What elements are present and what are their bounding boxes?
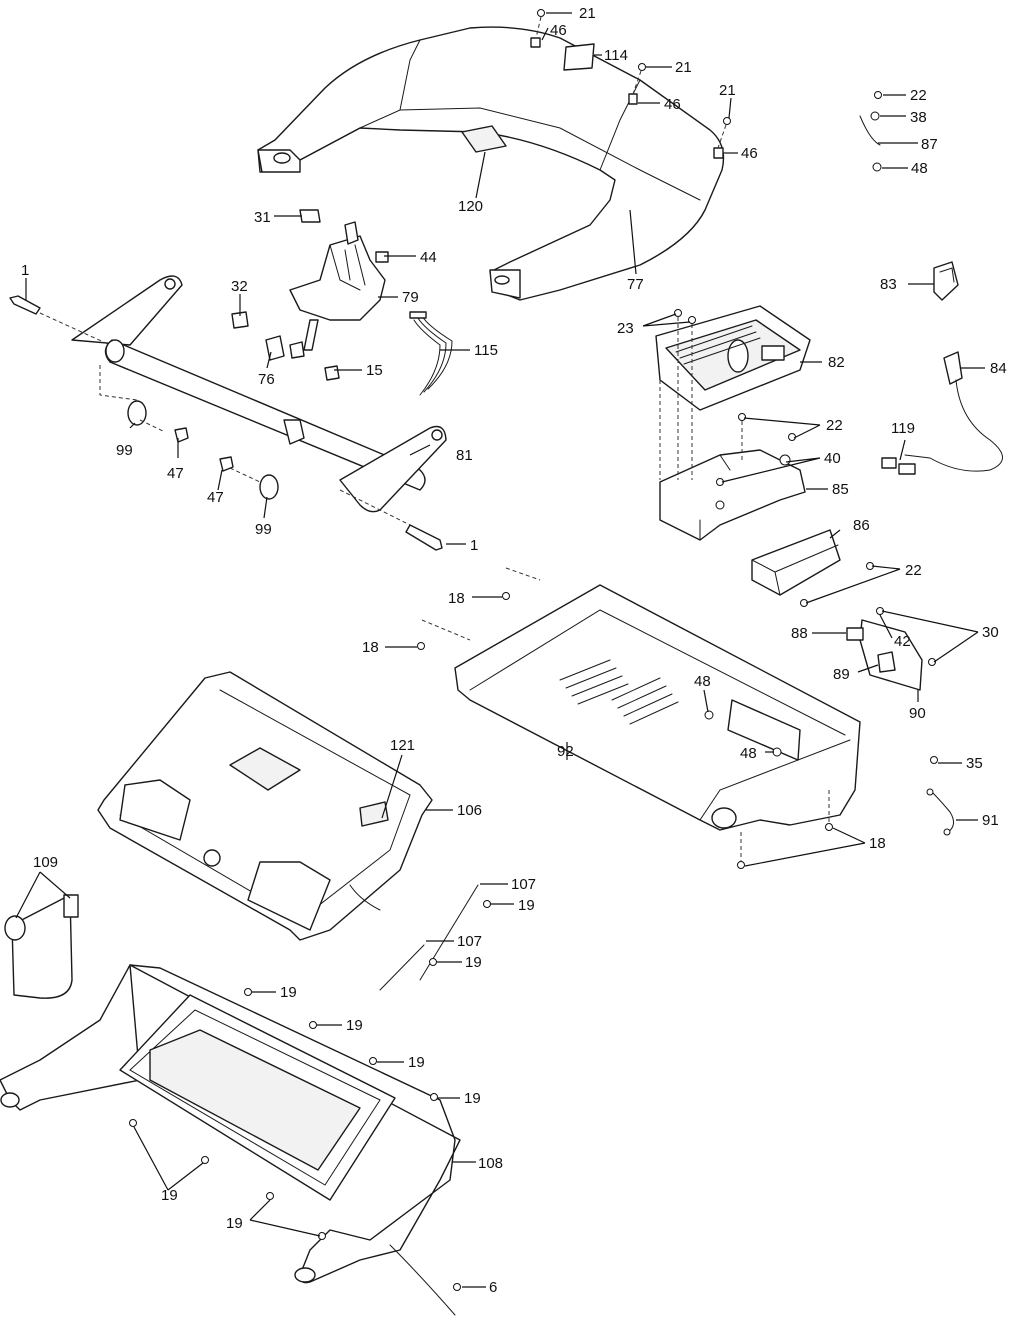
callout-19: 19 bbox=[346, 1017, 363, 1034]
callout-81: 81 bbox=[456, 447, 473, 464]
callout-48: 48 bbox=[911, 160, 928, 177]
part-106-upper-tray bbox=[97, 671, 433, 941]
callout-46: 46 bbox=[741, 145, 758, 162]
part-84-power-cord bbox=[904, 351, 1003, 472]
frame-bolts-and-spacers bbox=[9, 295, 443, 551]
callout-92: 92 bbox=[557, 743, 574, 760]
callout-6: 6 bbox=[489, 1279, 497, 1296]
callout-19: 19 bbox=[408, 1054, 425, 1071]
callout-19: 19 bbox=[280, 984, 297, 1001]
callout-40: 40 bbox=[824, 450, 841, 467]
callout-23: 23 bbox=[617, 320, 634, 337]
leader-lines bbox=[15, 12, 985, 1288]
part-87-wire bbox=[859, 91, 882, 172]
callout-107: 107 bbox=[457, 933, 482, 950]
callout-119: 119 bbox=[891, 420, 915, 437]
part-85-mounting-plate bbox=[659, 449, 806, 541]
callout-21-top: 21 bbox=[579, 5, 596, 22]
part-109-tray-insert bbox=[4, 894, 79, 999]
callout-42: 42 bbox=[894, 633, 911, 650]
part-90-bracket bbox=[846, 607, 936, 691]
electronics-screws bbox=[659, 309, 874, 607]
callout-18: 18 bbox=[448, 590, 465, 607]
callout-114: 114 bbox=[604, 47, 628, 64]
base-screws bbox=[417, 567, 938, 869]
callout-21: 21 bbox=[675, 59, 692, 76]
callout-90: 90 bbox=[909, 705, 926, 722]
callout-30: 30 bbox=[982, 624, 999, 641]
callout-82: 82 bbox=[828, 354, 845, 371]
callout-22: 22 bbox=[905, 562, 922, 579]
callout-76: 76 bbox=[258, 371, 275, 388]
callout-83: 83 bbox=[880, 276, 897, 293]
part-107-rods bbox=[379, 884, 491, 991]
callout-77: 77 bbox=[627, 276, 644, 293]
callout-15: 15 bbox=[366, 362, 383, 379]
callout-19: 19 bbox=[464, 1090, 481, 1107]
callout-86: 86 bbox=[853, 517, 870, 534]
callout-labels: 21 46 114 21 46 21 46 22 38 87 48 120 77… bbox=[21, 5, 1007, 1296]
callout-31: 31 bbox=[254, 209, 271, 226]
callout-84: 84 bbox=[990, 360, 1007, 377]
callout-1: 1 bbox=[21, 262, 29, 279]
callout-19: 19 bbox=[465, 954, 482, 971]
callout-79: 79 bbox=[402, 289, 419, 306]
callout-47: 47 bbox=[167, 465, 184, 482]
callout-121: 121 bbox=[390, 737, 415, 754]
part-83-switch bbox=[933, 261, 959, 301]
part-77-motor-hood bbox=[257, 26, 725, 301]
callout-120: 120 bbox=[458, 198, 483, 215]
callout-48: 48 bbox=[740, 745, 757, 762]
callout-22: 22 bbox=[910, 87, 927, 104]
callout-87: 87 bbox=[921, 136, 938, 153]
callout-108: 108 bbox=[478, 1155, 503, 1172]
part-86-capacitor-box bbox=[751, 529, 841, 596]
callout-22: 22 bbox=[826, 417, 843, 434]
callout-109: 109 bbox=[33, 854, 58, 871]
callout-38: 38 bbox=[910, 109, 927, 126]
callout-99: 99 bbox=[116, 442, 133, 459]
part-119-ground-wire bbox=[881, 457, 916, 475]
callout-47: 47 bbox=[207, 489, 224, 506]
callout-88: 88 bbox=[791, 625, 808, 642]
part-91-wire bbox=[926, 788, 954, 836]
callout-48: 48 bbox=[694, 673, 711, 690]
callout-19: 19 bbox=[161, 1187, 178, 1204]
callout-85: 85 bbox=[832, 481, 849, 498]
part-92-base-pan bbox=[454, 584, 861, 831]
callout-115: 115 bbox=[474, 342, 498, 359]
callout-44: 44 bbox=[420, 249, 437, 266]
callout-21: 21 bbox=[719, 82, 736, 99]
hood-fasteners bbox=[530, 9, 731, 159]
part-82-controller-board bbox=[655, 305, 811, 411]
part-81-frame-crossbar bbox=[71, 275, 447, 513]
callout-19: 19 bbox=[518, 897, 535, 914]
callout-99: 99 bbox=[255, 521, 272, 538]
callout-91: 91 bbox=[982, 812, 999, 829]
callout-18: 18 bbox=[362, 639, 379, 656]
part-79-motor-assembly bbox=[231, 209, 389, 381]
callout-18: 18 bbox=[869, 835, 886, 852]
callout-107: 107 bbox=[511, 876, 536, 893]
callout-19: 19 bbox=[226, 1215, 243, 1232]
part-115-wire-harness bbox=[409, 311, 453, 396]
callout-32: 32 bbox=[231, 278, 248, 295]
callout-46: 46 bbox=[550, 22, 567, 39]
callout-35: 35 bbox=[966, 755, 983, 772]
callout-106: 106 bbox=[457, 802, 482, 819]
callout-89: 89 bbox=[833, 666, 850, 683]
callout-1: 1 bbox=[470, 537, 478, 554]
callout-46: 46 bbox=[664, 96, 681, 113]
part-108-lower-tray bbox=[0, 964, 461, 1284]
